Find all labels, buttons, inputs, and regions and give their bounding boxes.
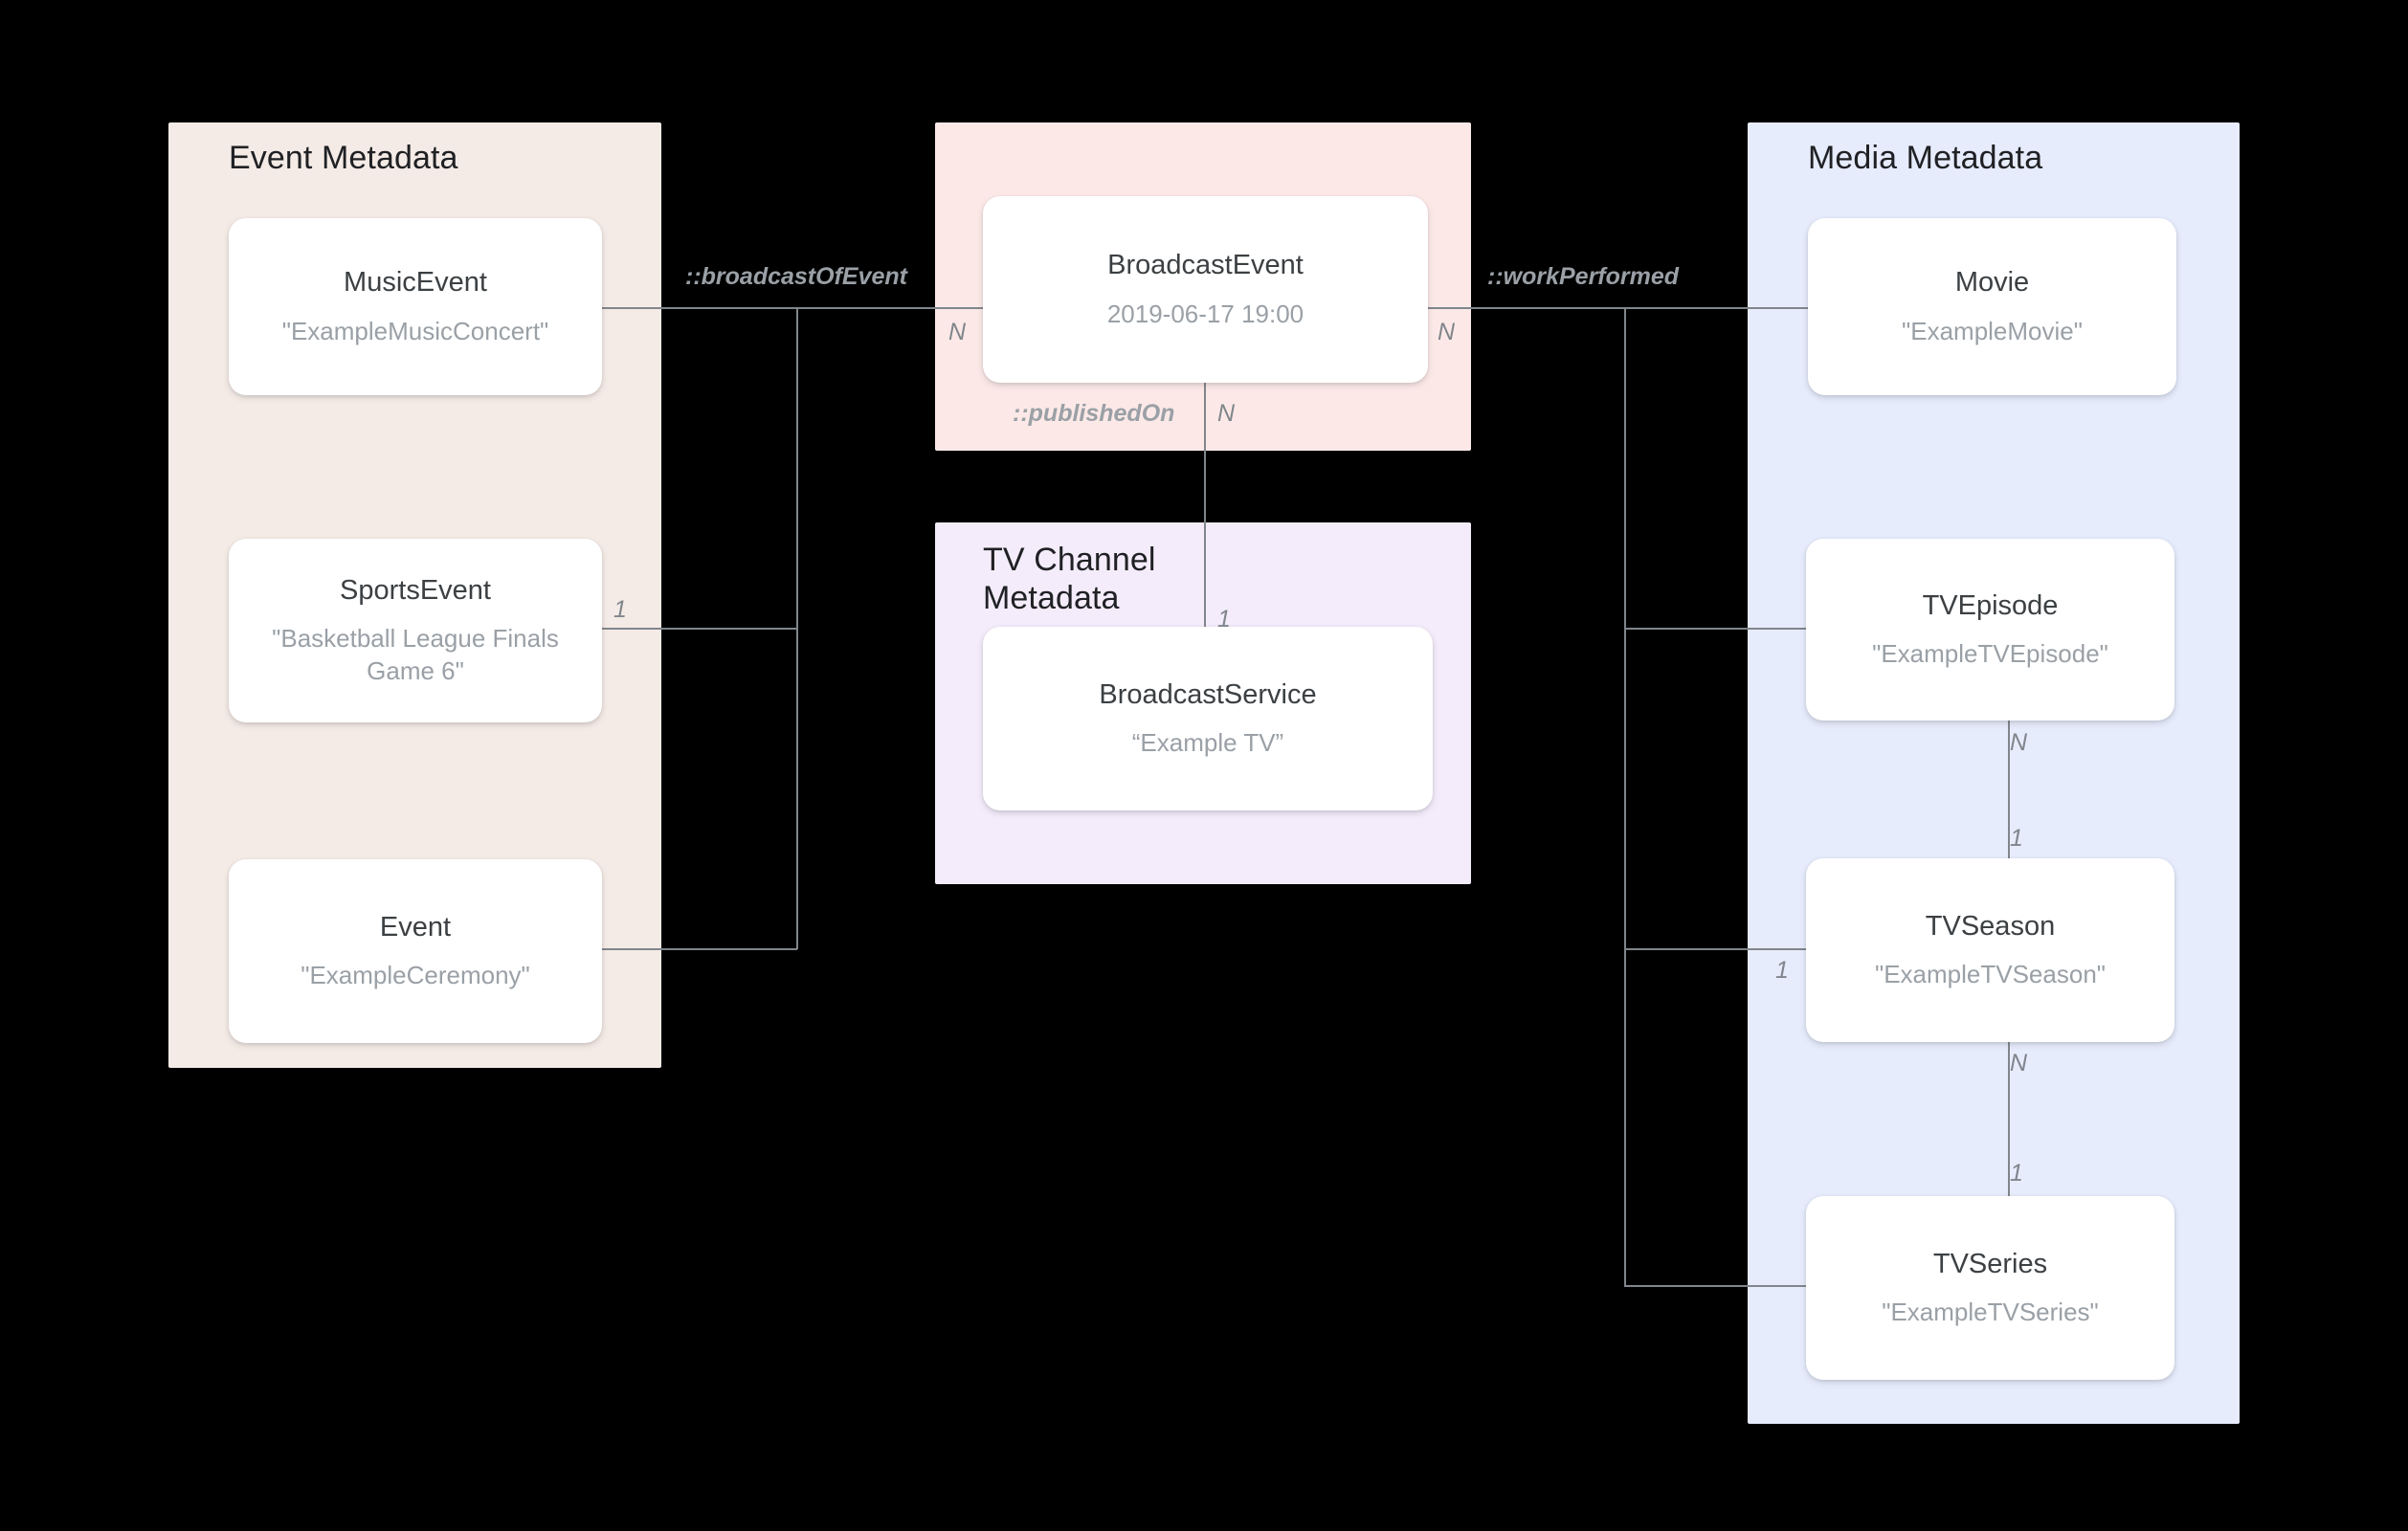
node-value-broadcast-event: 2019-06-17 19:00 [1106, 299, 1304, 328]
node-value-tv-series: "ExampleTVSeries" [1882, 1298, 2099, 1327]
node-card-music-event[interactable]: MusicEvent "ExampleMusicConcert" [229, 218, 602, 395]
cardinality-broadcastevent-right: N [1438, 319, 1456, 345]
edge-broadcastevent-to-right-bus [1428, 307, 1626, 309]
group-title-tv-channel-metadata: TV Channel Metadata [983, 542, 1156, 617]
edge-bus-to-movie [1624, 307, 1809, 309]
cardinality-broadcastevent-left: N [948, 319, 967, 345]
edge-right-vertical-bus [1624, 307, 1626, 1285]
node-value-music-event: "ExampleMusicConcert" [281, 316, 549, 345]
node-title-tv-episode: TVEpisode [1922, 589, 2059, 621]
node-card-tv-series[interactable]: TVSeries "ExampleTVSeries" [1806, 1196, 2174, 1380]
node-card-tv-season[interactable]: TVSeason "ExampleTVSeason" [1806, 858, 2174, 1042]
cardinality-sportsevent-right: 1 [613, 596, 627, 623]
cardinality-publishedon-n: N [1217, 400, 1236, 427]
cardinality-broadcastservice-top: 1 [1217, 606, 1231, 632]
cardinality-tvepisode-bottom-n: N [2010, 729, 2028, 756]
node-value-broadcast-service: “Example TV” [1131, 728, 1284, 758]
relationship-label-published-on: ::publishedOn [1013, 400, 1175, 427]
cardinality-tvseason-top-1: 1 [2010, 825, 2023, 852]
edge-sportsevent-to-bus [602, 628, 797, 630]
node-title-tv-season: TVSeason [1925, 910, 2056, 942]
node-card-movie[interactable]: Movie "ExampleMovie" [1808, 218, 2176, 395]
node-value-event: "ExampleCeremony" [301, 961, 530, 990]
node-card-broadcast-service[interactable]: BroadcastService “Example TV” [983, 627, 1433, 810]
cardinality-tvseries-top-1: 1 [2010, 1160, 2023, 1187]
edge-event-to-bus [602, 948, 797, 950]
node-card-sports-event[interactable]: SportsEvent "Basketball League Finals Ga… [229, 539, 602, 722]
edge-bus-to-tvseries [1624, 1285, 1809, 1287]
relationship-label-broadcast-of-event: ::broadcastOfEvent [685, 263, 907, 290]
cardinality-tvseason-left-1: 1 [1775, 957, 1789, 984]
node-card-event[interactable]: Event "ExampleCeremony" [229, 859, 602, 1043]
node-title-music-event: MusicEvent [344, 267, 487, 299]
node-value-sports-event: "Basketball League Finals Game 6" [272, 624, 559, 686]
relationship-label-work-performed: ::workPerformed [1487, 263, 1680, 290]
node-value-tv-episode: "ExampleTVEpisode" [1872, 639, 2108, 669]
edge-tvepisode-to-tvseason [2008, 721, 2010, 860]
node-value-movie: "ExampleMovie" [1902, 316, 2083, 345]
node-title-tv-series: TVSeries [1932, 1248, 2048, 1279]
edge-left-vertical-bus [796, 307, 798, 949]
node-title-movie: Movie [1954, 267, 2030, 299]
group-title-media-metadata: Media Metadata [1808, 140, 2043, 176]
group-title-event-metadata: Event Metadata [229, 140, 458, 176]
node-title-broadcast-service: BroadcastService [1099, 678, 1317, 710]
edge-bus-to-tvseason [1624, 948, 1809, 950]
edge-musicevent-to-bus [602, 307, 797, 309]
edge-broadcastevent-to-broadcastservice [1204, 383, 1206, 629]
node-title-sports-event: SportsEvent [340, 575, 491, 607]
edge-bus-to-tvepisode [1624, 628, 1809, 630]
edge-tvseason-to-tvseries [2008, 1042, 2010, 1198]
cardinality-tvseason-bottom-n: N [2010, 1050, 2028, 1076]
node-title-broadcast-event: BroadcastEvent [1107, 250, 1304, 281]
node-value-tv-season: "ExampleTVSeason" [1874, 960, 2107, 989]
edge-bus-to-broadcastevent [796, 307, 984, 309]
node-card-tv-episode[interactable]: TVEpisode "ExampleTVEpisode" [1806, 539, 2174, 721]
node-title-event: Event [379, 911, 452, 943]
node-card-broadcast-event[interactable]: BroadcastEvent 2019-06-17 19:00 [983, 196, 1428, 383]
